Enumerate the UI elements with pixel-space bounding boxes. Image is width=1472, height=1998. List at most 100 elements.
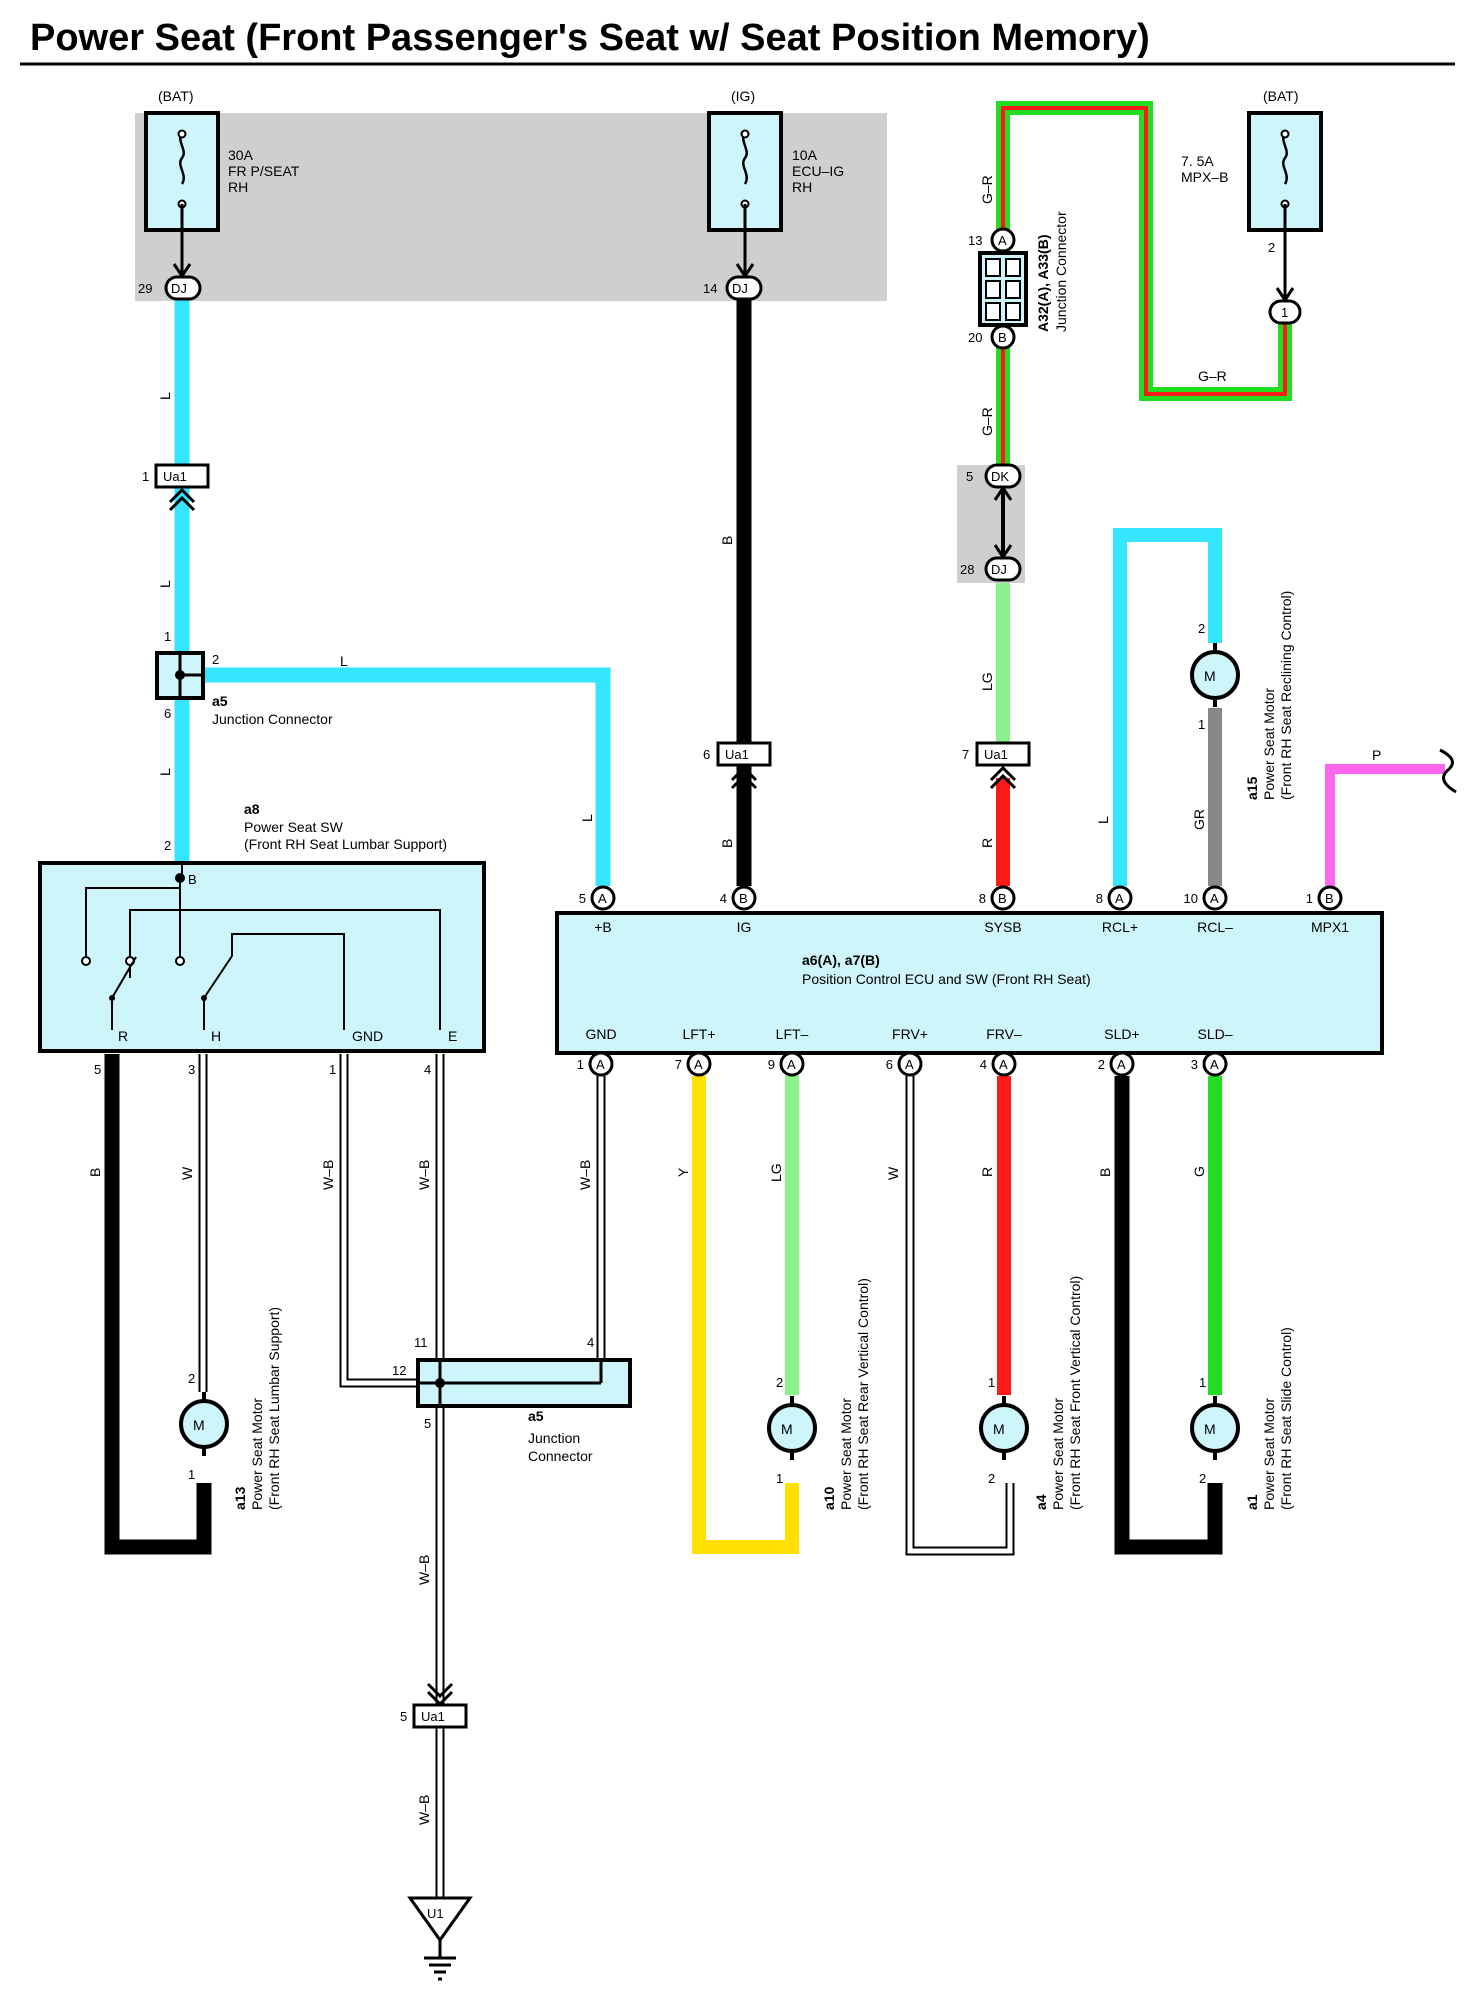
ecu-pin-conn: A <box>1117 1057 1126 1072</box>
ecu-terminal-label: SLD– <box>1197 1026 1232 1042</box>
svg-text:2: 2 <box>188 1371 195 1386</box>
svg-text:DJ: DJ <box>171 281 187 296</box>
ecu-pin-number: 4 <box>980 1057 987 1072</box>
svg-text:G–R: G–R <box>1198 368 1227 384</box>
svg-text:2: 2 <box>1199 1471 1206 1486</box>
svg-text:5: 5 <box>424 1416 431 1431</box>
wire-black-lumbar <box>104 1054 212 1555</box>
svg-text:(Front RH Seat Front Vertical: (Front RH Seat Front Vertical Control) <box>1067 1276 1083 1510</box>
ecu-pin-number: 2 <box>1098 1057 1105 1072</box>
svg-text:14: 14 <box>703 281 717 296</box>
svg-text:a8: a8 <box>244 801 260 817</box>
svg-text:Ua1: Ua1 <box>421 1709 445 1724</box>
svg-text:(Front RH Seat Rear Vertical C: (Front RH Seat Rear Vertical Control) <box>855 1278 871 1510</box>
svg-text:W–B: W–B <box>416 1160 432 1190</box>
svg-text:5: 5 <box>94 1062 101 1077</box>
ecu-terminal-label: FRV– <box>986 1026 1022 1042</box>
ecu-pin-number: 6 <box>886 1057 893 1072</box>
svg-text:E: E <box>448 1028 457 1044</box>
svg-text:W–B: W–B <box>577 1160 593 1190</box>
svg-text:M: M <box>1204 1421 1216 1437</box>
ecu-pin-number: 8 <box>979 891 986 906</box>
svg-text:Junction Connector: Junction Connector <box>212 711 333 727</box>
svg-text:1: 1 <box>1198 717 1205 732</box>
ecu-pin-conn: A <box>1210 1057 1219 1072</box>
ecu-pin-conn: B <box>1325 891 1334 906</box>
page-title: Power Seat (Front Passenger's Seat w/ Se… <box>30 17 1150 59</box>
ecu-pin-conn: A <box>1210 891 1219 906</box>
svg-text:Connector: Connector <box>528 1448 593 1464</box>
svg-text:20: 20 <box>968 330 982 345</box>
svg-text:Y: Y <box>675 1167 691 1177</box>
ecu-pin-number: 5 <box>579 891 586 906</box>
svg-text:a13: a13 <box>232 1486 248 1510</box>
svg-text:Position Control ECU and SW (F: Position Control ECU and SW (Front RH Se… <box>802 971 1091 987</box>
wire-gr-stripe <box>1001 106 1287 471</box>
svg-text:(Front RH Seat Reclining Contr: (Front RH Seat Reclining Control) <box>1278 591 1294 800</box>
svg-text:a1: a1 <box>1244 1494 1260 1510</box>
svg-text:Ua1: Ua1 <box>725 747 749 762</box>
svg-text:5: 5 <box>966 469 973 484</box>
ecu-terminal-label: RCL– <box>1197 919 1233 935</box>
svg-text:G: G <box>1191 1166 1207 1177</box>
inline-connector-ua1-7: Ua1 7 <box>962 741 1031 790</box>
ecu-terminal-label: LFT– <box>776 1026 809 1042</box>
component-position-control-ecu: a6(A), a7(B) Position Control ECU and SW… <box>555 911 1384 1055</box>
connector-dj-14: DJ 14 <box>703 275 763 301</box>
svg-text:a6(A), a7(B): a6(A), a7(B) <box>802 952 880 968</box>
svg-text:B: B <box>719 536 735 545</box>
svg-text:3: 3 <box>188 1062 195 1077</box>
motor-a10: M 2 1 a10 Power Seat Motor (Front RH Sea… <box>767 1278 871 1510</box>
motor-a13: M 2 1 a13 Power Seat Motor (Front RH Sea… <box>179 1307 282 1510</box>
svg-text:2: 2 <box>776 1375 783 1390</box>
svg-text:M: M <box>993 1421 1005 1437</box>
svg-text:5: 5 <box>400 1709 407 1724</box>
svg-text:13: 13 <box>968 233 982 248</box>
svg-text:a10: a10 <box>821 1486 837 1510</box>
svg-text:Power Seat Motor: Power Seat Motor <box>249 1398 265 1510</box>
svg-text:Power Seat SW: Power Seat SW <box>244 819 344 835</box>
wire-pink-mpx <box>1325 764 1445 886</box>
inline-connector-ua1-6: Ua1 6 <box>703 741 772 790</box>
svg-text:1: 1 <box>776 1471 783 1486</box>
svg-text:LG: LG <box>979 672 995 691</box>
ground-u1: U1 <box>407 1896 473 1981</box>
svg-text:1: 1 <box>988 1375 995 1390</box>
svg-text:(IG): (IG) <box>731 88 755 104</box>
svg-text:11: 11 <box>414 1335 428 1350</box>
svg-text:2: 2 <box>1198 621 1205 636</box>
svg-text:DJ: DJ <box>991 562 1007 577</box>
svg-text:GND: GND <box>352 1028 383 1044</box>
svg-text:L: L <box>579 814 595 822</box>
ecu-pin-top-0: A5+B <box>579 885 616 935</box>
svg-text:10A: 10A <box>792 147 818 163</box>
ecu-terminal-label: SLD+ <box>1104 1026 1139 1042</box>
svg-text:1: 1 <box>164 629 171 644</box>
motor-a1: M 1 2 a1 Power Seat Motor (Front RH Seat… <box>1190 1327 1294 1510</box>
svg-text:M: M <box>193 1417 205 1433</box>
svg-text:B: B <box>998 330 1007 345</box>
svg-text:L: L <box>157 392 173 400</box>
ecu-pin-number: 7 <box>675 1057 682 1072</box>
ecu-pin-conn: A <box>905 1057 914 1072</box>
connector-dk-5: DK 5 <box>966 463 1022 560</box>
wire-break-mark <box>1439 748 1457 794</box>
svg-text:1: 1 <box>329 1062 336 1077</box>
svg-text:Ua1: Ua1 <box>163 469 187 484</box>
svg-text:LG: LG <box>768 1163 784 1182</box>
svg-text:A32(A), A33(B): A32(A), A33(B) <box>1035 235 1051 333</box>
svg-text:a5: a5 <box>212 693 228 709</box>
ecu-terminal-label: RCL+ <box>1102 919 1138 935</box>
svg-text:1: 1 <box>142 469 149 484</box>
svg-text:Junction Connector: Junction Connector <box>1053 211 1069 332</box>
ecu-pin-bottom-5: A2 SLD+ <box>1098 1026 1140 1077</box>
inline-connector-ua1-1: Ua1 1 <box>142 463 210 512</box>
ecu-terminal-label: FRV+ <box>892 1026 928 1042</box>
